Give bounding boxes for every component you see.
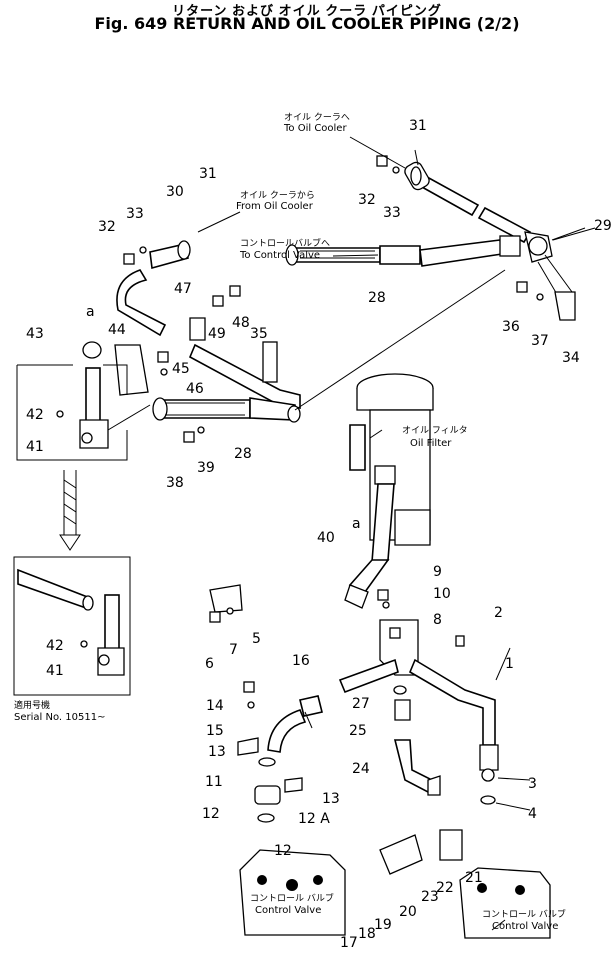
to-control-valve-jp: コントロールバルブへ [240,237,330,249]
part-number: 33 [126,206,144,222]
oil-filter-label: Oil Filter [410,438,452,449]
hose-28-upper [285,235,521,267]
part-number: 12 [274,843,292,859]
part-number: 31 [199,166,217,182]
part-number: 7 [229,642,238,658]
part-number: 40 [317,530,335,546]
control-valve-right-jp: コントロール バルブ [482,908,566,920]
part-number: 13 [322,791,340,807]
part-number: 10 [433,586,451,602]
part-number: 28 [368,290,386,306]
part-number: 36 [502,319,520,335]
part-number: 32 [358,192,376,208]
detail-box-lower [13,556,131,696]
to-oil-cooler-label: To Oil Cooler [283,123,347,134]
lower-pipes [267,695,463,875]
part-number: 29 [594,218,612,234]
part-number: 37 [531,333,549,349]
part-number: 28 [234,446,252,462]
part-number: 49 [208,326,226,342]
part-number: 32 [98,219,116,235]
part-number: 8 [433,612,442,628]
part-number: 12 [202,806,220,822]
ref-a-lower: a [352,516,361,532]
control-valve-left-jp: コントロール バルブ [250,892,334,904]
part-number: 27 [352,696,370,712]
part-number: 24 [352,761,370,777]
leader-lines [197,136,586,931]
part-number: 35 [250,326,268,342]
part-number: 47 [174,281,192,297]
part-number: 46 [186,381,204,397]
part-number: 33 [383,205,401,221]
control-valve-left-label: Control Valve [255,905,321,916]
to-oil-cooler-jp: オイル クーラへ [284,112,350,123]
part-number: 11 [205,774,223,790]
serial-jp: 適用号機 [14,699,50,711]
part-number: 16 [292,653,310,669]
part-number: 23 [421,889,439,905]
control-valve-right-label: Control Valve [492,921,558,932]
part-number: 4 [528,806,537,822]
part-number: 45 [172,361,190,377]
control-valve-right [459,867,551,939]
hardware [56,155,544,823]
part-number: 41 [46,663,64,679]
oil-filter [344,373,434,609]
part-number: 2 [494,605,503,621]
part-number: 42 [46,638,64,654]
part-number: 19 [374,917,392,933]
serial-label: Serial No. 10511~ [14,712,105,723]
left-pipe-assembly [114,240,506,423]
part-number: 42 [26,407,44,423]
oil-filter-jp: オイル フィルタ [402,425,468,436]
part-number: 18 [358,926,376,942]
part-number: 22 [436,880,454,896]
part-number: 43 [26,326,44,342]
part-number: 25 [349,723,367,739]
ref-a-upper: a [86,304,95,320]
from-oil-cooler-jp: オイル クーラから [240,190,315,201]
part-number: 44 [108,322,126,338]
part-number: 39 [197,460,215,476]
control-valve-left [239,849,346,936]
part-number: 12 A [298,811,330,827]
part-number: 13 [208,744,226,760]
oil-cooler-pipe [404,161,596,321]
part-number: 21 [465,870,483,886]
part-number: 34 [562,350,580,366]
down-arrow [59,470,81,551]
part-number: 1 [505,656,514,672]
part-number: 38 [166,475,184,491]
part-number: 48 [232,315,250,331]
title-japanese: リターン および オイル クーラ パイピング [172,3,442,18]
part-number: 15 [206,723,224,739]
part-number: 14 [206,698,224,714]
part-number: 31 [409,118,427,134]
figure-title: Fig. 649 RETURN AND OIL COOLER PIPING (2… [94,14,520,33]
part-number: 5 [252,631,261,647]
part-number: 41 [26,439,44,455]
part-number: 30 [166,184,184,200]
to-control-valve-label: To Control Valve [239,250,320,261]
part-number: 9 [433,564,442,580]
part-number: 20 [399,904,417,920]
part-number: 6 [205,656,214,672]
part-number: 17 [340,935,358,951]
return-block [209,584,499,771]
from-oil-cooler-label: From Oil Cooler [236,201,314,212]
part-number: 3 [528,776,537,792]
detail-box-upper [16,341,151,461]
